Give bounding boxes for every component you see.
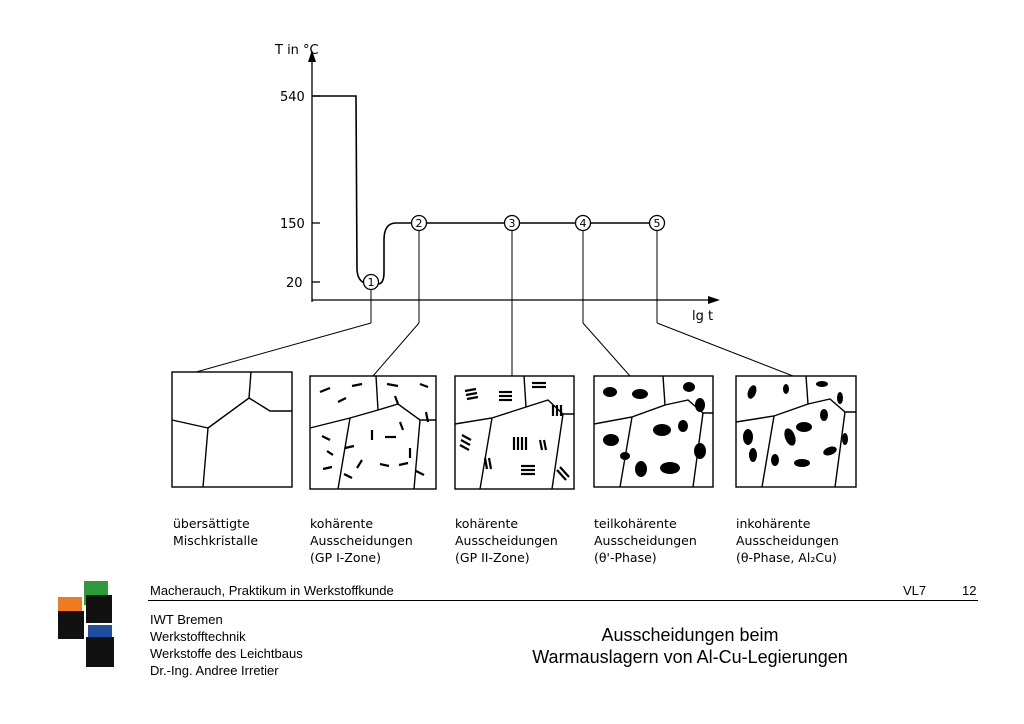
y-axis-arrow (308, 50, 316, 62)
stage-4-line2: Ausscheidungen (594, 533, 697, 548)
stage-3-line2: Ausscheidungen (455, 533, 558, 548)
logo-black-cube-bottom (86, 637, 114, 667)
y-tick-150: 150 (280, 217, 305, 232)
point-1-marker (362, 273, 380, 291)
stage-label-5: inkohärente Ausscheidungen (θ-Phase, Al₂… (736, 515, 839, 566)
stage-label-4: teilkohärente Ausscheidungen (θ'-Phase) (594, 515, 697, 566)
slide-title-line-1: Ausscheidungen beim (601, 625, 779, 645)
stage-label-3: kohärente Ausscheidungen (GP II-Zone) (455, 515, 558, 566)
point-3-label: 3 (509, 217, 516, 230)
page-number: 12 (962, 583, 977, 598)
stage-4-line3: (θ'-Phase) (594, 550, 657, 565)
stage-3-line1: kohärente (455, 516, 519, 531)
microstructure-box-1 (171, 371, 293, 488)
institution-block: IWT Bremen Werkstofftechnik Werkstoffe d… (150, 611, 303, 679)
point-5-marker (648, 214, 666, 232)
course-name: Macherauch, Praktikum in Werkstoffkunde (150, 583, 394, 598)
point-3-marker (503, 214, 521, 232)
point-5-label: 5 (654, 217, 661, 230)
lecture-number: VL7 (903, 583, 927, 598)
institution-line-2: Werkstofftechnik (150, 629, 246, 644)
stage-3-line3: (GP II-Zone) (455, 550, 530, 565)
slide-title-line-2: Warmauslagern von Al-Cu-Legierungen (532, 647, 848, 667)
connector-lines (195, 231, 794, 377)
point-1-label: 1 (368, 276, 375, 289)
stage-5-line1: inkohärente (736, 516, 811, 531)
x-axis-label: lg t (692, 309, 713, 324)
temperature-curve (312, 95, 660, 285)
precipitation-diagram: T in °C lg t 540 150 20 1 2 3 4 5 (171, 43, 857, 490)
stage-2-line3: (GP I-Zone) (310, 550, 381, 565)
slide-title: Ausscheidungen beim Warmauslagern von Al… (400, 624, 980, 668)
logo-black-cube-right (86, 595, 112, 623)
microstructure-box-5 (735, 375, 857, 488)
stage-label-1: übersättigte Mischkristalle (173, 515, 258, 549)
y-axis-label: T in °C (274, 43, 319, 58)
stage-label-2: kohärente Ausscheidungen (GP I-Zone) (310, 515, 413, 566)
stage-2-line1: kohärente (310, 516, 374, 531)
institution-line-3: Werkstoffe des Leichtbaus (150, 646, 303, 661)
footer-divider (148, 600, 978, 601)
point-2-marker (410, 214, 428, 232)
institution-line-4: Dr.-Ing. Andree Irretier (150, 663, 279, 678)
x-axis-arrow (708, 296, 720, 304)
stage-4-line1: teilkohärente (594, 516, 677, 531)
logo-black-cube-left (58, 611, 84, 639)
institution-line-1: IWT Bremen (150, 612, 223, 627)
stage-1-line2: Mischkristalle (173, 533, 259, 548)
point-2-label: 2 (416, 217, 423, 230)
point-4-label: 4 (580, 217, 587, 230)
stage-2-line2: Ausscheidungen (310, 533, 413, 548)
iwt-logo (58, 581, 114, 667)
stage-5-line2: Ausscheidungen (736, 533, 839, 548)
microstructure-box-3 (454, 375, 575, 490)
point-4-marker (574, 214, 592, 232)
microstructure-box-2 (309, 375, 437, 490)
stage-1-line1: übersättigte (173, 516, 250, 531)
stage-5-line3: (θ-Phase, Al₂Cu) (736, 550, 837, 565)
microstructure-box-4 (593, 375, 714, 488)
y-tick-540: 540 (280, 90, 305, 105)
y-tick-20: 20 (286, 276, 303, 291)
